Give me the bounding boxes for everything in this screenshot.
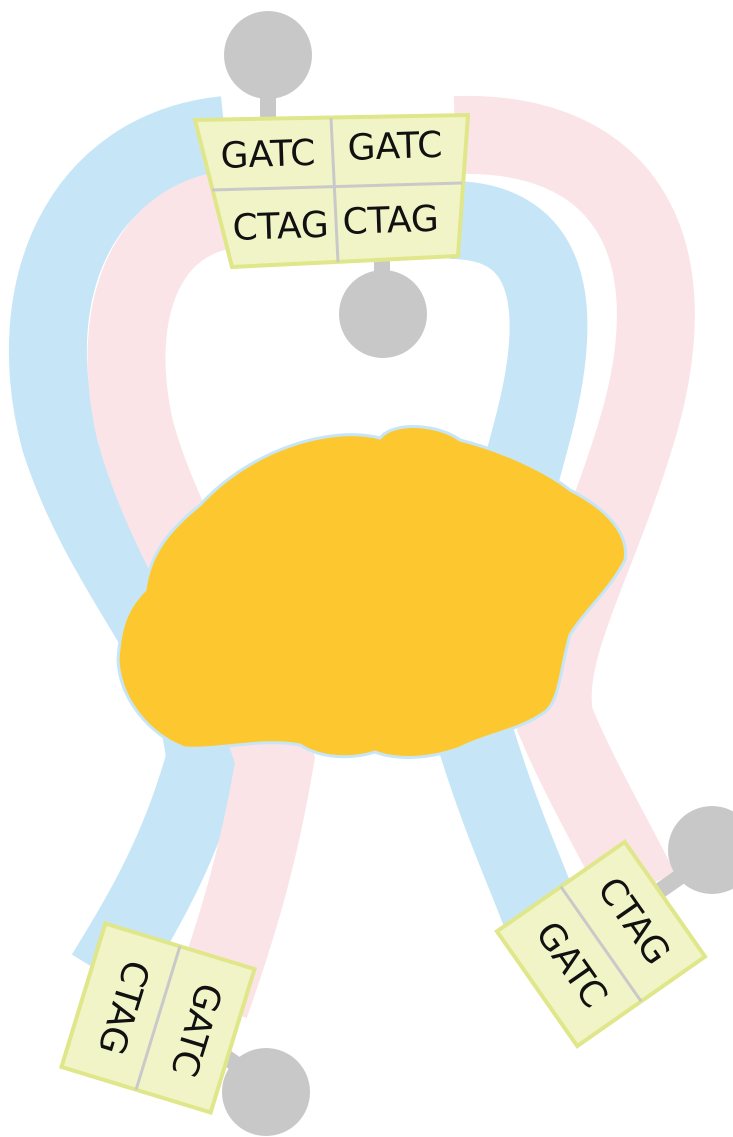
top-site-right-top-text: GATC [347, 125, 443, 169]
protein-blob [118, 426, 626, 757]
top-site: GATC GATC CTAG CTAG [195, 115, 468, 267]
ligand-middle-circle [339, 270, 427, 358]
top-site-left-top-text: GATC [220, 133, 316, 177]
top-site-left-bottom-text: CTAG [232, 205, 330, 249]
ligand-bottom-left-circle [222, 1048, 310, 1136]
top-site-right-bottom-text: CTAG [342, 199, 440, 243]
ligand-top-circle [224, 11, 312, 99]
